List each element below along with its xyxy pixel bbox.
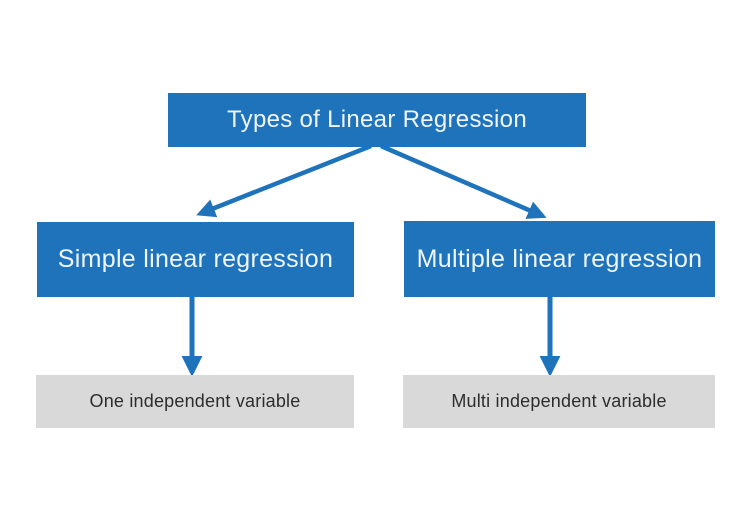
node-one-independent-variable: One independent variable xyxy=(36,375,354,428)
root-node-types-of-linear-regression: Types of Linear Regression xyxy=(168,93,586,147)
multi-variable-label: Multi independent variable xyxy=(451,391,667,411)
arrow-root-to-simple xyxy=(196,143,372,218)
multiple-node-label: Multiple linear regression xyxy=(416,244,703,273)
one-variable-label: One independent variable xyxy=(89,391,301,411)
node-multi-independent-variable: Multi independent variable xyxy=(403,375,715,428)
arrow-root-to-multiple xyxy=(380,143,547,219)
root-node-label: Types of Linear Regression xyxy=(227,106,527,133)
simple-node-label: Simple linear regression xyxy=(57,245,334,273)
node-simple-linear-regression: Simple linear regression xyxy=(37,222,354,297)
node-multiple-linear-regression: Multiple linear regression xyxy=(404,221,715,297)
